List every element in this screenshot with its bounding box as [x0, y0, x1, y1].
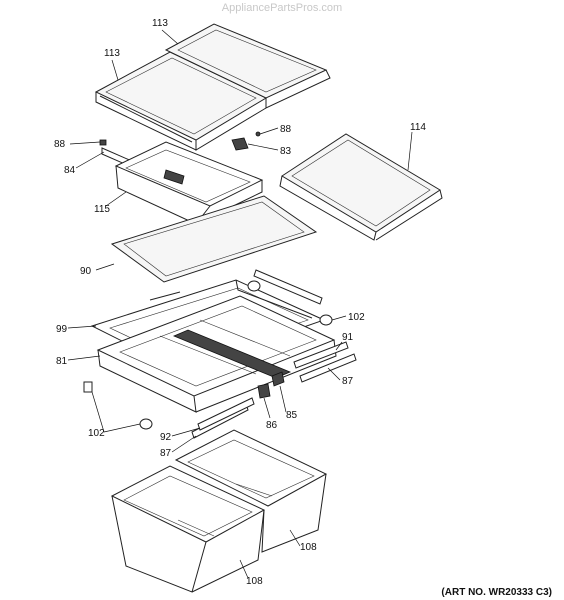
- crisper-frame-81: [96, 295, 337, 413]
- glass-panel-90: [110, 195, 318, 283]
- callout-102-right: 102: [348, 312, 365, 323]
- callout-88-left: 88: [54, 139, 66, 150]
- callout-108-bottom: 108: [246, 576, 263, 587]
- clip-part-86: [257, 383, 271, 399]
- callout-114: 114: [410, 122, 426, 133]
- leader-lines: [67, 29, 413, 579]
- art-number: (ART NO. WR20333 C3): [441, 587, 552, 598]
- roller-part-102-bottom: [83, 381, 153, 430]
- callout-86: 86: [266, 420, 278, 431]
- callout-84: 84: [64, 165, 76, 176]
- shelf-114: [279, 133, 443, 241]
- slide-part-91: [253, 269, 349, 369]
- callout-88-right: 88: [280, 124, 292, 135]
- crisper-drawer-108-left: [110, 465, 266, 593]
- clip-part-85: [271, 371, 285, 387]
- callout-115: 115: [94, 204, 110, 215]
- callout-102-left: 102: [88, 428, 105, 439]
- callout-81: 81: [56, 356, 68, 367]
- callout-90: 90: [80, 266, 92, 277]
- bracket-part-83: [231, 137, 249, 151]
- roller-part-102-top: [247, 280, 333, 326]
- callout-113-top: 113: [152, 18, 168, 29]
- watermark: AppliancePartsPros.com: [221, 2, 343, 14]
- callout-99: 99: [56, 324, 68, 335]
- crisper-drawer-108-right: [174, 429, 328, 553]
- rail-part-92: [197, 397, 255, 431]
- callout-87-right: 87: [342, 376, 354, 387]
- callout-92: 92: [160, 432, 172, 443]
- callout-91: 91: [342, 332, 354, 343]
- callout-87-left: 87: [160, 448, 172, 459]
- shelf-113-right: [164, 23, 331, 151]
- callout-108-right: 108: [300, 542, 317, 553]
- callout-113-left: 113: [104, 48, 120, 59]
- callout-85: 85: [286, 410, 298, 421]
- callout-83: 83: [280, 146, 292, 157]
